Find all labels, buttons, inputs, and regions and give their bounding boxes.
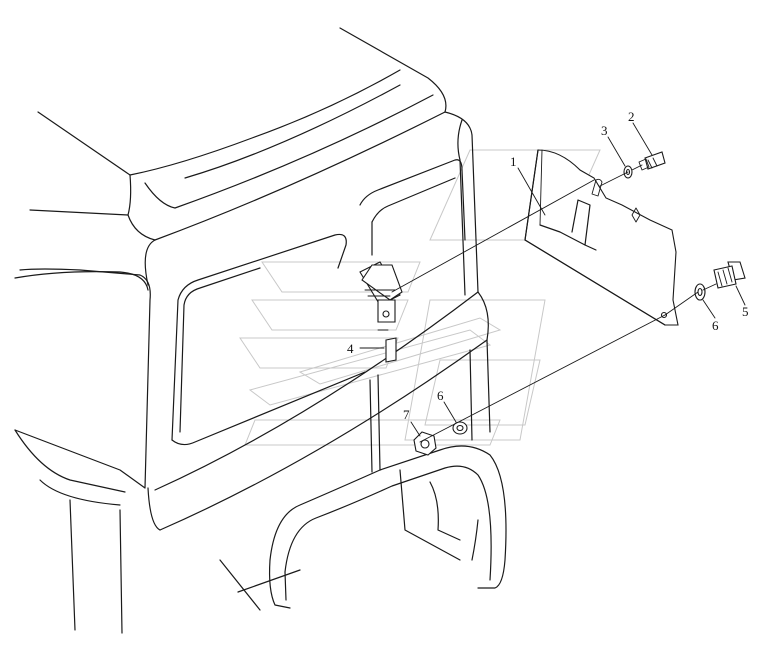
truck-cab [14,27,507,634]
callout-6-upper: 6 [712,318,719,333]
callout-5: 5 [742,304,749,319]
bolt-5 [713,261,746,289]
callout-2: 2 [628,109,635,124]
mounting-bracket [524,149,679,326]
callout-3: 3 [601,123,608,138]
washer-6-upper [694,283,706,301]
bolt-2 [638,151,666,171]
callout-6-lower: 6 [437,388,444,403]
callout-1: 1 [510,154,517,169]
washer-6-lower [452,421,468,435]
latch-assembly [359,261,403,363]
nut-7 [413,431,437,456]
assembly-lines [359,122,746,443]
callout-4: 4 [347,341,354,356]
callout-7: 7 [403,407,410,422]
